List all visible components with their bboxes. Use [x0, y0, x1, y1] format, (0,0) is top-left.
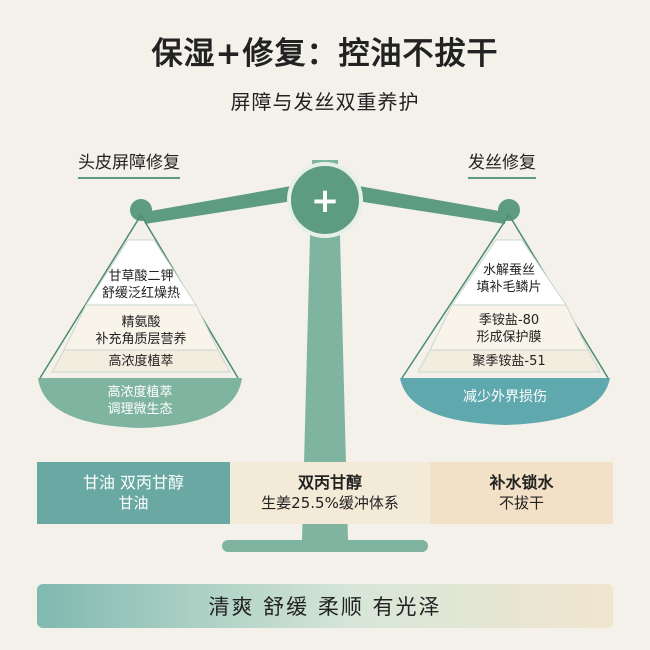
buffer-system-bar: 双丙甘醇 生姜25.5%缓冲体系: [230, 462, 430, 524]
right-pan-base: [400, 378, 610, 425]
plus-icon: +: [311, 181, 340, 221]
left-beam-knob: [130, 199, 152, 221]
scale-base: [222, 540, 428, 552]
scalp-barrier-heading: 头皮屏障修复: [78, 148, 180, 179]
left-pan-base-text: 高浓度植萃调理微生态: [107, 385, 173, 417]
scale-pillar: [302, 160, 348, 540]
right-item-3: 聚季铵盐-51: [472, 354, 546, 369]
page-subtitle: 屏障与发丝双重养护: [230, 90, 420, 114]
hydration-bar: 补水锁水 不拔干: [430, 462, 613, 524]
page-title: 保湿+修复：控油不拔干: [151, 36, 499, 72]
left-pan-base: [38, 378, 242, 428]
left-item-2: 精氨酸补充角质层营养: [95, 315, 187, 347]
right-pan-base-text: 减少外界损伤: [463, 389, 547, 405]
left-item-3: 高浓度植萃: [108, 354, 174, 369]
pivot-circle: [287, 162, 363, 238]
right-item-1: 水解蚕丝填补毛鳞片: [476, 263, 542, 295]
left-item-1: 甘草酸二钾舒缓泛红燥热: [101, 269, 180, 301]
benefits-banner: 清爽 舒缓 柔顺 有光泽: [37, 584, 613, 628]
hair-repair-heading: 发丝修复: [468, 148, 536, 179]
moisturizer-bar: 甘油 双丙甘醇 甘油: [37, 462, 230, 524]
right-beam-knob: [498, 199, 520, 221]
